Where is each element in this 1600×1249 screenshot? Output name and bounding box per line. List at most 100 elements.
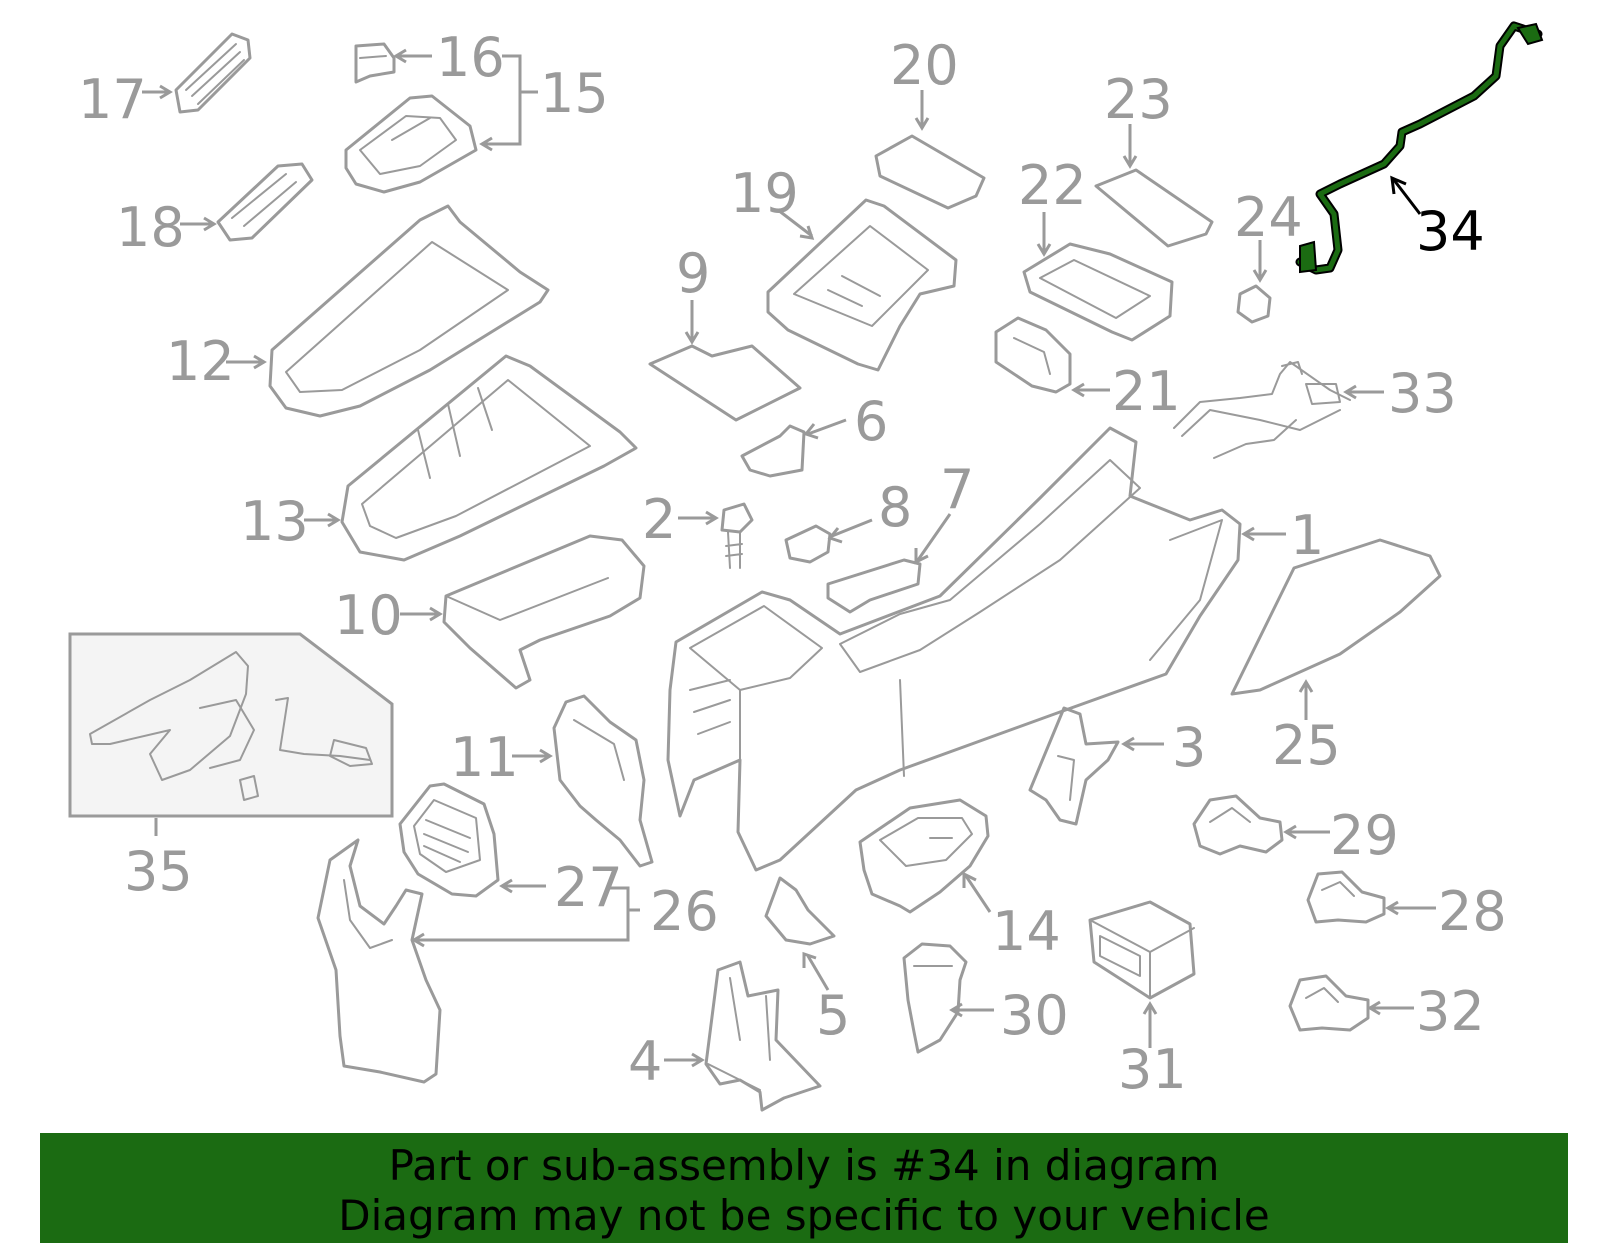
part-26-lower-panel[interactable] — [316, 838, 442, 1084]
callout-18[interactable]: 18 — [116, 196, 185, 259]
arrow-15 — [479, 136, 493, 152]
part-32-usb-port[interactable] — [1288, 974, 1370, 1032]
arrow-30 — [949, 1002, 963, 1018]
callout-15[interactable]: 15 — [540, 62, 609, 125]
arrow-27 — [499, 878, 513, 894]
callout-28[interactable]: 28 — [1438, 880, 1507, 943]
callout-11[interactable]: 11 — [450, 726, 519, 789]
part-23-plate[interactable] — [1094, 168, 1214, 248]
part-35-inset[interactable] — [68, 632, 394, 818]
callout-14[interactable]: 14 — [992, 900, 1061, 963]
callout-3[interactable]: 3 — [1172, 716, 1206, 779]
part-7-trim[interactable] — [826, 558, 922, 614]
part-34-highlighted-harness[interactable] — [1295, 21, 1544, 275]
leader-34 — [1392, 179, 1422, 215]
leader-5 — [806, 955, 830, 991]
part-6-bracket[interactable] — [740, 424, 806, 478]
leader-6 — [807, 418, 847, 436]
callout-2[interactable]: 2 — [642, 488, 676, 551]
part-4-mount-bracket[interactable] — [704, 960, 822, 1112]
arrow-22 — [1036, 243, 1052, 257]
callout-5[interactable]: 5 — [816, 984, 850, 1047]
part-13-console-bracket[interactable] — [340, 354, 638, 562]
part-18-switch-panel[interactable] — [216, 162, 314, 242]
callout-17[interactable]: 17 — [78, 68, 147, 131]
arrow-25 — [1298, 679, 1314, 693]
part-12-upper-trim[interactable] — [268, 204, 550, 418]
callout-35[interactable]: 35 — [124, 840, 193, 903]
callout-19[interactable]: 19 — [730, 162, 799, 225]
callout-9[interactable]: 9 — [676, 242, 710, 305]
arrow-9 — [684, 331, 700, 345]
part-15-shifter-bezel[interactable] — [344, 94, 478, 194]
callout-22[interactable]: 22 — [1018, 154, 1087, 217]
callout-8[interactable]: 8 — [878, 476, 912, 539]
callout-30[interactable]: 30 — [1000, 984, 1069, 1047]
arrow-6 — [803, 423, 819, 440]
callout-16[interactable]: 16 — [436, 26, 505, 89]
callout-13[interactable]: 13 — [240, 490, 309, 553]
part-24-connector[interactable] — [1236, 284, 1272, 324]
callout-31[interactable]: 31 — [1118, 1038, 1187, 1101]
arrow-17 — [159, 84, 173, 100]
leader-7 — [916, 513, 952, 561]
part-11-side-bracket[interactable] — [552, 694, 654, 868]
arrow-19 — [799, 225, 815, 240]
notice-banner: Part or sub-assembly is #34 in diagram D… — [40, 1133, 1568, 1243]
part-29-usb-port[interactable] — [1192, 794, 1284, 856]
arrow-23 — [1122, 155, 1138, 169]
arrow-7 — [914, 548, 929, 565]
arrow-28 — [1385, 900, 1399, 916]
arrow-1 — [1241, 526, 1255, 542]
arrow-13 — [327, 512, 341, 528]
part-33-wiring-harness[interactable] — [1173, 361, 1351, 459]
callout-25[interactable]: 25 — [1272, 714, 1341, 777]
leader-19 — [777, 208, 813, 238]
callout-24[interactable]: 24 — [1234, 186, 1303, 249]
arrow-32 — [1367, 1000, 1381, 1016]
part-22-tray[interactable] — [1022, 242, 1174, 342]
part-25-side-panel[interactable] — [1230, 538, 1442, 696]
callout-29[interactable]: 29 — [1330, 804, 1399, 867]
leader-15 — [482, 54, 522, 146]
arrow-3 — [1121, 736, 1135, 752]
part-9-mat[interactable] — [648, 344, 802, 422]
part-5-bracket[interactable] — [764, 876, 836, 946]
callout-12[interactable]: 12 — [166, 330, 235, 393]
part-21-bracket[interactable] — [994, 316, 1072, 394]
part-27-air-vent[interactable] — [398, 782, 500, 898]
part-16-clip[interactable] — [354, 42, 396, 84]
callout-20[interactable]: 20 — [890, 34, 959, 97]
part-17-switch[interactable] — [174, 32, 252, 114]
callout-23[interactable]: 23 — [1104, 68, 1173, 131]
callout-7[interactable]: 7 — [940, 458, 974, 521]
callout-21[interactable]: 21 — [1112, 360, 1181, 423]
part-2-bolt[interactable] — [720, 502, 754, 569]
arrow-21 — [1071, 382, 1085, 398]
callout-6[interactable]: 6 — [854, 390, 888, 453]
part-20-mat[interactable] — [874, 134, 986, 210]
part-8-clip[interactable] — [784, 524, 832, 564]
callout-26[interactable]: 26 — [650, 880, 719, 943]
callout-4[interactable]: 4 — [628, 1030, 662, 1093]
arrow-24 — [1252, 269, 1268, 283]
leader-14 — [964, 875, 992, 913]
callout-33[interactable]: 33 — [1388, 362, 1457, 425]
arrow-4 — [691, 1052, 705, 1068]
callout-10[interactable]: 10 — [334, 584, 403, 647]
arrow-16 — [393, 48, 407, 64]
part-28-usb-port[interactable] — [1306, 870, 1386, 924]
callout-1[interactable]: 1 — [1290, 504, 1324, 567]
callout-32[interactable]: 32 — [1416, 980, 1485, 1043]
part-19-storage-box[interactable] — [766, 198, 958, 372]
part-10-armrest[interactable] — [442, 534, 646, 690]
part-31-module[interactable] — [1088, 900, 1196, 1000]
part-3-bracket[interactable] — [1028, 706, 1120, 826]
callout-34[interactable]: 34 — [1416, 200, 1485, 263]
arrow-34 — [1390, 175, 1407, 195]
part-14-cup-holder[interactable] — [858, 798, 990, 914]
part-30-socket[interactable] — [902, 942, 968, 1054]
arrow-31 — [1142, 1001, 1158, 1015]
part-1-console-body[interactable] — [666, 426, 1242, 872]
